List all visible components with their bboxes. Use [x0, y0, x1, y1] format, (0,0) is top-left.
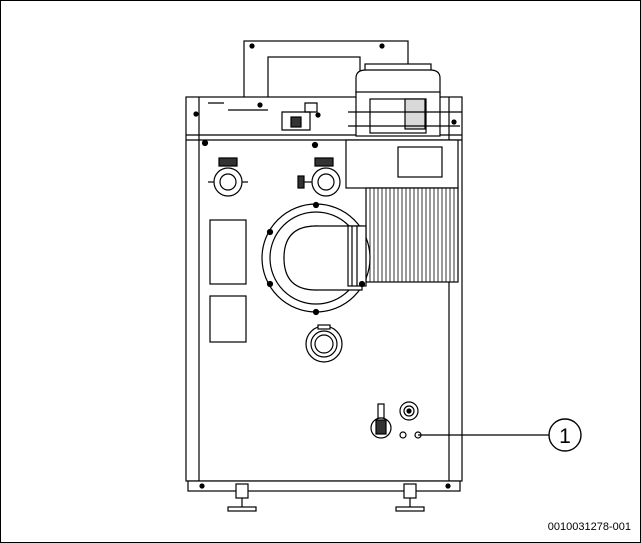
document-id: 0010031278-001 — [547, 521, 631, 533]
label-plate-lower — [209, 295, 247, 343]
callout-number: 1 — [559, 425, 571, 448]
return-connection — [305, 324, 343, 363]
heat-exchanger — [345, 139, 459, 283]
gauge-fitting — [399, 401, 419, 421]
air-duct — [348, 63, 462, 137]
burner-flange — [261, 201, 371, 316]
callout-1: 1 — [548, 418, 582, 452]
left-pipe-connection — [208, 157, 248, 197]
test-point-left — [399, 431, 407, 439]
middle-pipe-connection — [297, 157, 341, 197]
label-plate-upper — [209, 219, 247, 285]
drain-valve — [370, 403, 392, 439]
adjustable-feet — [187, 480, 461, 512]
